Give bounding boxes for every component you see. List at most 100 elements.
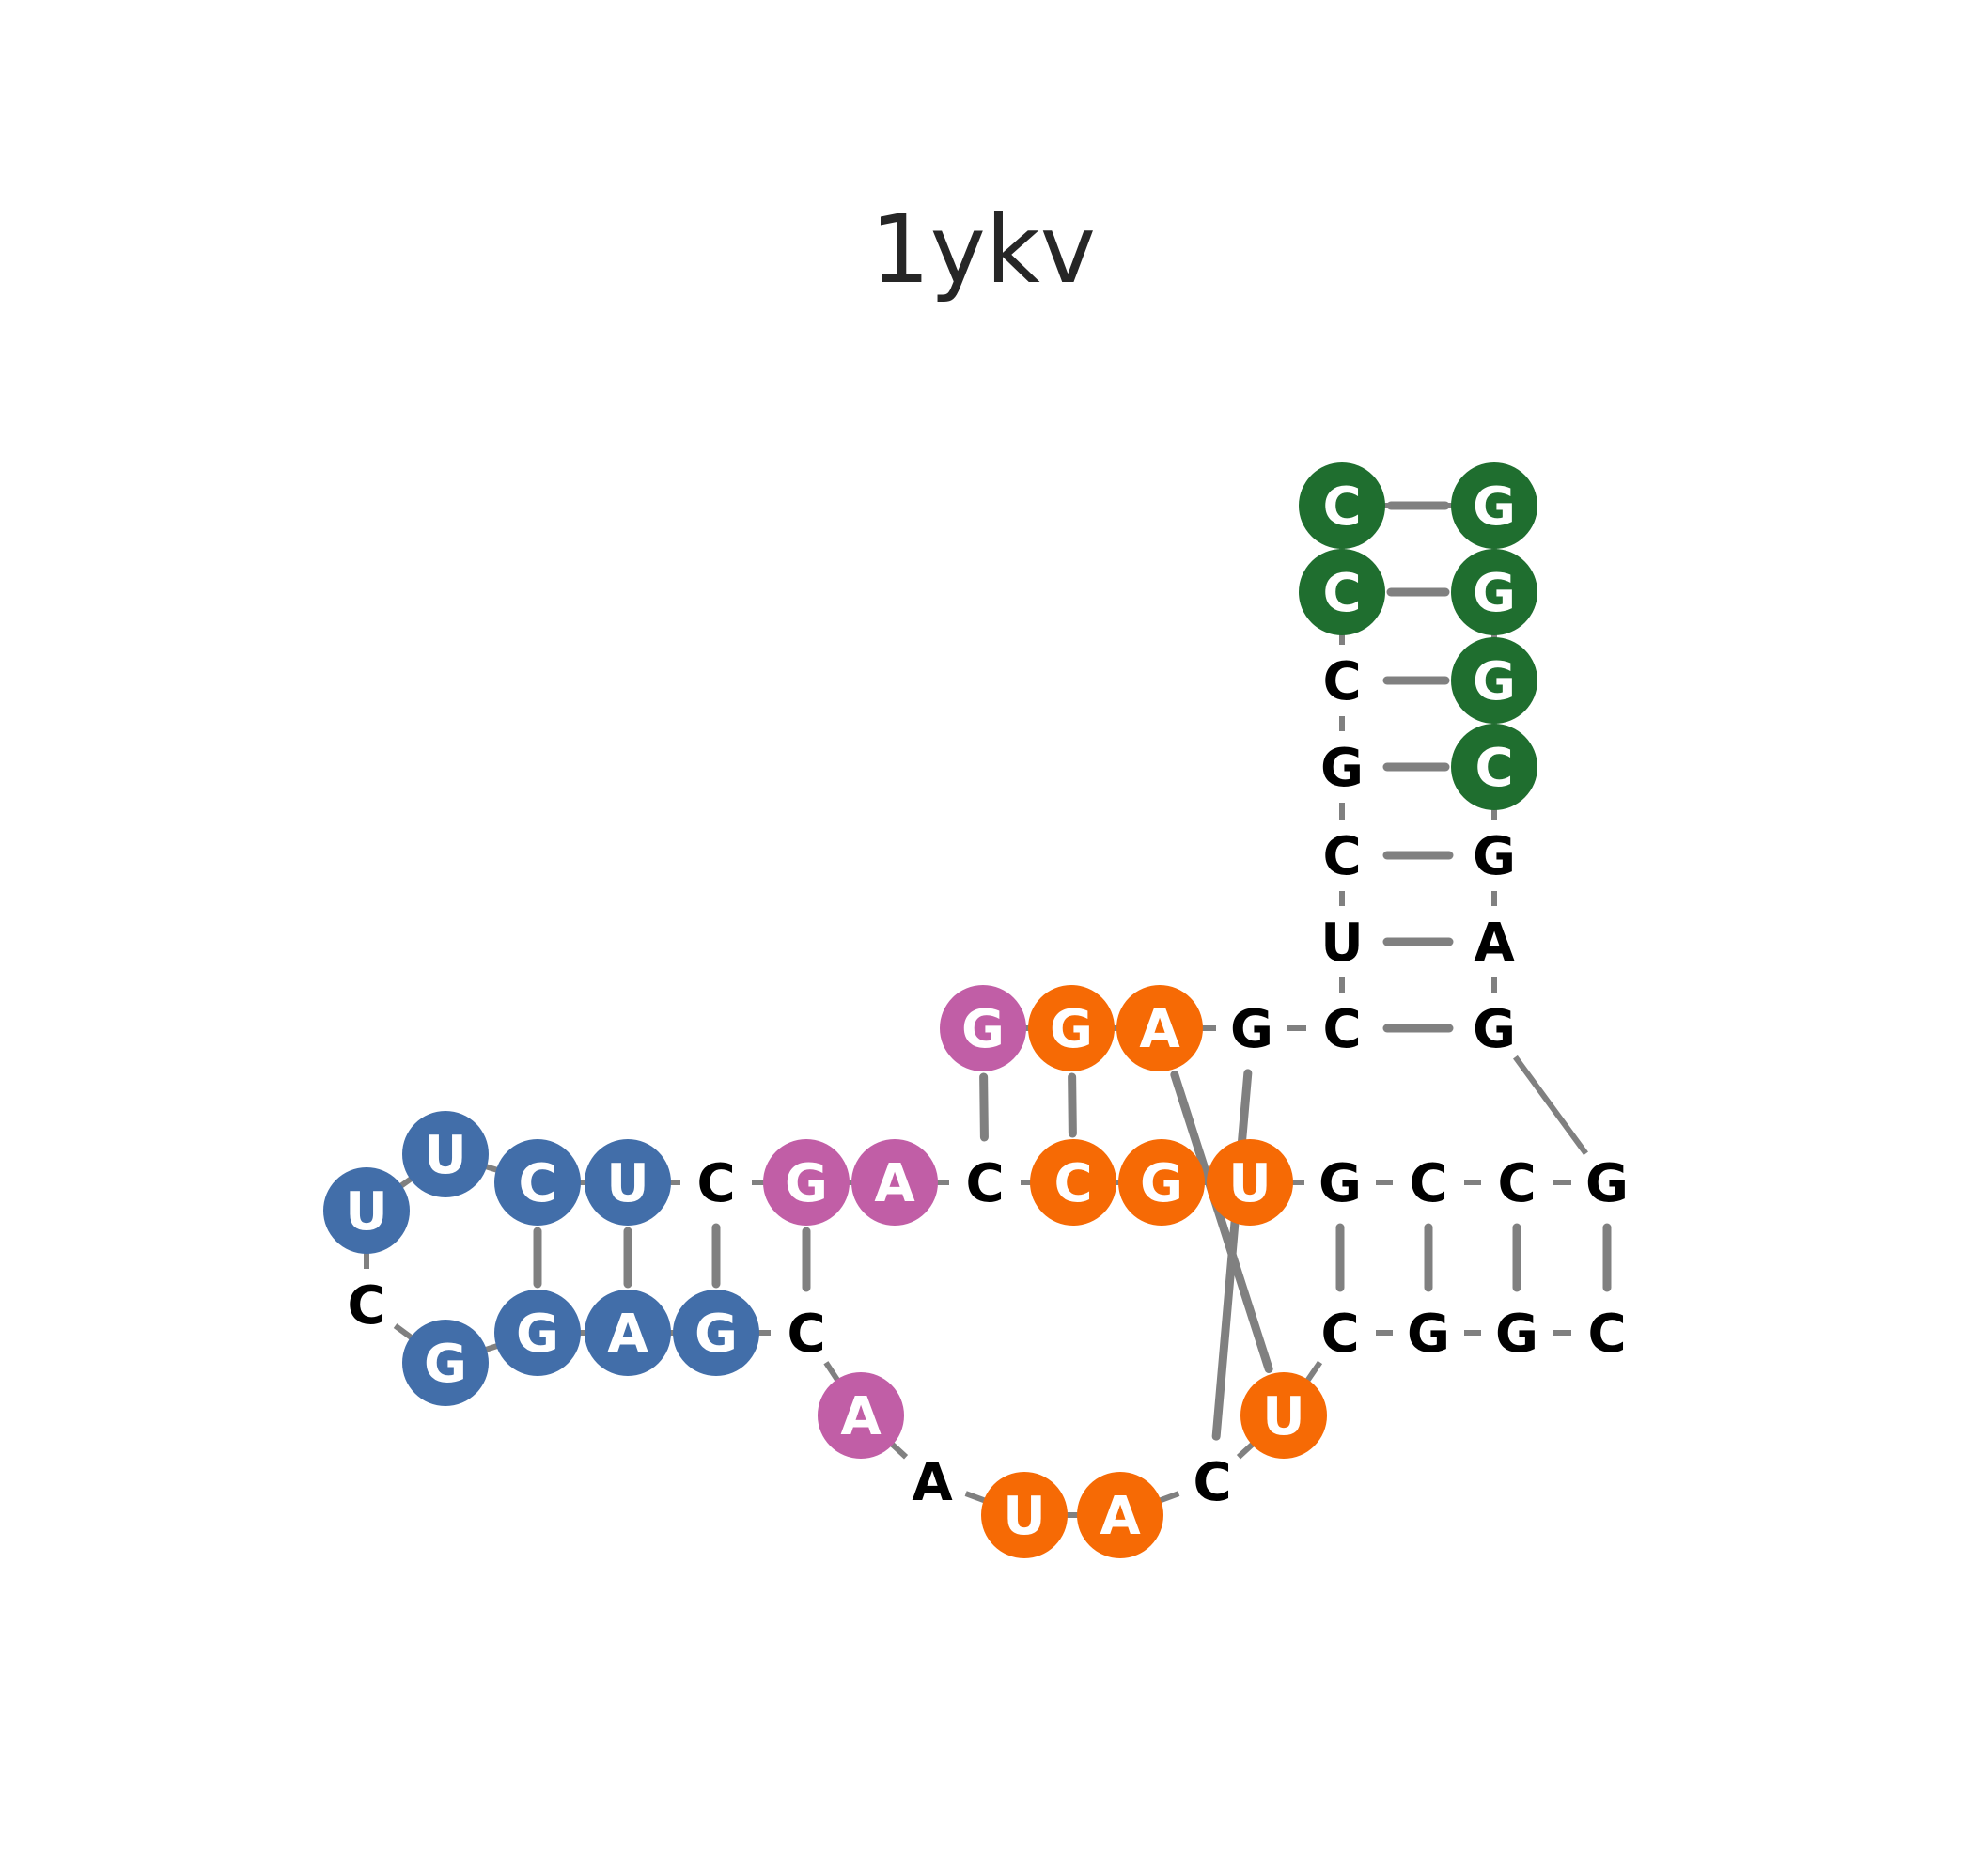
- nucleotide-circle: [673, 1290, 759, 1376]
- nucleotide-n3: C: [494, 1139, 581, 1226]
- nucleotide-letter: G: [1473, 477, 1516, 538]
- nucleotide-circle: [494, 1139, 581, 1226]
- nucleotide-n11: U: [1207, 1139, 1293, 1226]
- nucleotide-n16: C: [1587, 1304, 1626, 1365]
- nucleotide-letter: G: [1473, 826, 1516, 887]
- nucleotide-letter: G: [1585, 1153, 1629, 1214]
- nucleotide-letter: G: [1318, 1153, 1362, 1214]
- nucleotide-letter: C: [1322, 563, 1361, 624]
- nucleotide-letter: C: [1587, 1304, 1626, 1365]
- nucleotide-circle: [1028, 985, 1115, 1071]
- nucleotide-n21: C: [1193, 1452, 1231, 1513]
- nucleotide-circle: [981, 1472, 1068, 1558]
- nucleotide-letter: G: [516, 1304, 559, 1365]
- nucleotide-letter: G: [785, 1153, 828, 1214]
- nucleotide-n25: A: [818, 1372, 904, 1459]
- nucleotide-n24: A: [912, 1452, 953, 1513]
- nucleotide-circle: [1207, 1139, 1293, 1226]
- nucleotide-g3: A: [1116, 985, 1203, 1071]
- nucleotide-circle: [585, 1290, 671, 1376]
- nucleotide-n1: U: [323, 1167, 410, 1254]
- nucleotide-n14: C: [1497, 1153, 1536, 1214]
- diagram-title: 1ykv: [870, 195, 1096, 305]
- nucleotide-n15: G: [1585, 1153, 1629, 1214]
- nucleotide-n28: A: [585, 1290, 671, 1376]
- nucleotide-letter: G: [1473, 563, 1516, 624]
- nucleotide-n18: G: [1407, 1304, 1450, 1365]
- nucleotide-r4: C: [1451, 724, 1537, 810]
- nucleotide-letter: C: [1322, 477, 1361, 538]
- nucleotide-letter: G: [1050, 999, 1093, 1060]
- nucleotide-n10: G: [1118, 1139, 1205, 1226]
- nucleotide-circle: [1240, 1372, 1327, 1459]
- nucleotide-letter: U: [1003, 1486, 1045, 1547]
- nucleotide-g2: G: [1028, 985, 1115, 1071]
- nucleotide-letter: A: [1139, 999, 1180, 1060]
- nucleotide-g1: G: [940, 985, 1026, 1071]
- nucleotide-letter: U: [1228, 1153, 1271, 1214]
- base-pair-g2-n9: [1068, 1072, 1077, 1138]
- nucleotide-n22: A: [1077, 1472, 1163, 1558]
- nucleotide-letter: C: [787, 1304, 825, 1365]
- nucleotide-l2: U: [1320, 913, 1363, 974]
- nucleotide-letter: A: [912, 1452, 953, 1513]
- nucleotide-letter: A: [607, 1304, 648, 1365]
- nucleotide-l1: C: [1322, 999, 1361, 1060]
- nucleotide-letter: C: [1322, 999, 1361, 1060]
- nucleotide-letter: A: [1474, 913, 1515, 974]
- nucleotide-letter: A: [840, 1386, 882, 1447]
- nucleotide-letter: C: [965, 1153, 1004, 1214]
- nucleotide-letter: U: [424, 1125, 466, 1186]
- nucleotide-circle: [1451, 462, 1537, 549]
- nucleotide-circle: [1077, 1472, 1163, 1558]
- nucleotide-r6: G: [1451, 549, 1537, 635]
- nucleotide-letter: C: [696, 1153, 735, 1214]
- nucleotide-circle: [1299, 462, 1385, 549]
- nucleotide-circle: [1451, 549, 1537, 635]
- backbone-edge-r1-n15: [1513, 1055, 1588, 1156]
- nucleotide-l7: C: [1299, 462, 1385, 549]
- nucleotide-n30: G: [402, 1320, 489, 1406]
- nucleotide-r2: A: [1474, 913, 1515, 974]
- nucleotide-n9: C: [1030, 1139, 1116, 1226]
- nucleotide-n7: A: [851, 1139, 938, 1226]
- nucleotide-letter: G: [1320, 738, 1364, 799]
- nucleotide-letter: U: [1320, 913, 1363, 974]
- nucleotide-circle: [1118, 1139, 1205, 1226]
- nucleotide-l3: C: [1322, 826, 1361, 887]
- nucleotide-letter: C: [347, 1275, 385, 1337]
- nucleotide-circle: [1451, 637, 1537, 724]
- nucleotide-g4: G: [1230, 999, 1273, 1060]
- nucleotide-letter: U: [1262, 1386, 1304, 1447]
- nucleotide-letter: G: [1230, 999, 1273, 1060]
- nucleotide-n20: U: [1240, 1372, 1327, 1459]
- nucleotide-n6: G: [763, 1139, 850, 1226]
- nucleotide-letter: C: [1193, 1452, 1231, 1513]
- nucleotide-letter: G: [961, 999, 1005, 1060]
- nucleotide-letter: A: [874, 1153, 915, 1214]
- nucleotide-letter: C: [1322, 651, 1361, 712]
- nucleotide-circle: [323, 1167, 410, 1254]
- nucleotide-circle: [818, 1372, 904, 1459]
- nucleotide-n19: C: [1320, 1304, 1359, 1365]
- nucleotide-l5: C: [1322, 651, 1361, 712]
- nucleotide-n4: U: [585, 1139, 671, 1226]
- nucleotide-letter: C: [1053, 1153, 1092, 1214]
- nucleotide-letter: G: [1495, 1304, 1538, 1365]
- nucleotide-n31: C: [347, 1275, 385, 1337]
- nucleotide-letter: C: [1320, 1304, 1359, 1365]
- nucleotide-circle: [1030, 1139, 1116, 1226]
- nucleotide-n2: U: [402, 1111, 489, 1197]
- nucleotide-letter: C: [1497, 1153, 1536, 1214]
- nucleotide-r1: G: [1473, 999, 1516, 1060]
- nucleotide-letter: A: [1100, 1486, 1141, 1547]
- nucleotide-r5: G: [1451, 637, 1537, 724]
- nucleotide-n8: C: [965, 1153, 1004, 1214]
- base-pair-bonds: [533, 501, 1612, 1441]
- nucleotide-n29: G: [494, 1290, 581, 1376]
- nucleotide-n17: G: [1495, 1304, 1538, 1365]
- nucleotide-circle: [851, 1139, 938, 1226]
- nucleotide-circle: [763, 1139, 850, 1226]
- base-pair-g3-n20: [1170, 1071, 1273, 1373]
